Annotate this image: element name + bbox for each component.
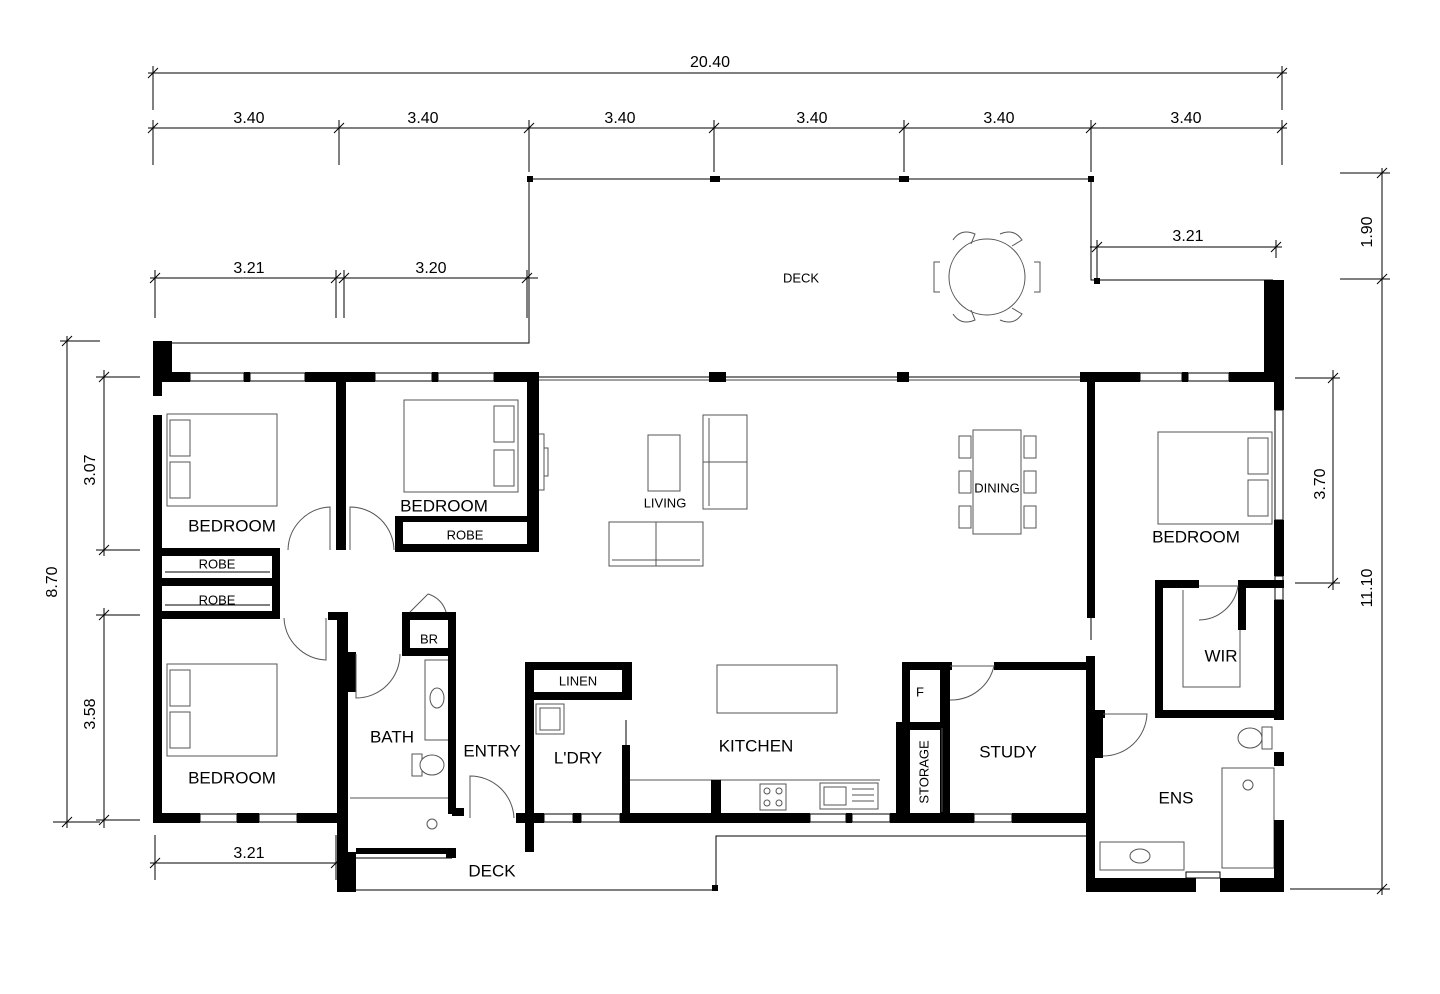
sofa-bottom xyxy=(608,521,704,567)
label-robe-mid: ROBE xyxy=(446,527,484,543)
ensuite-shower xyxy=(1221,767,1275,869)
label-dining: DINING xyxy=(974,480,1020,496)
shower-rose xyxy=(426,818,438,830)
label-study: STUDY xyxy=(979,742,1037,762)
label-bedroom-right: BEDROOM xyxy=(1152,527,1240,547)
label-bedroom-top-left: BEDROOM xyxy=(188,516,276,536)
dim-deck-right-width: 3.21 xyxy=(1172,228,1204,245)
label-entry: ENTRY xyxy=(463,741,521,761)
label-robe-left-2: ROBE xyxy=(198,592,236,608)
dim-left-room-b: 3.20 xyxy=(415,260,447,277)
door-top-left xyxy=(287,506,331,551)
doors xyxy=(283,506,1239,819)
dim-bottom-bedroom: 3.21 xyxy=(233,845,265,862)
dim-bay-1: 3.40 xyxy=(233,110,265,127)
dining-table xyxy=(958,429,1037,535)
door-bottom-left xyxy=(283,617,327,661)
dim-right-bedroom: 3.70 xyxy=(1312,468,1329,500)
label-br: BR xyxy=(419,631,439,647)
label-wir: WIR xyxy=(1204,646,1238,666)
dim-bay-6: 3.40 xyxy=(1170,110,1202,127)
vanity xyxy=(424,659,450,741)
door-bath xyxy=(355,653,401,699)
dim-left-room-a: 3.21 xyxy=(233,260,265,277)
outdoor-dining-set xyxy=(933,231,1041,323)
label-bath: BATH xyxy=(369,727,415,747)
cooktop xyxy=(759,783,787,811)
label-fridge: F xyxy=(916,684,924,700)
ensuite-vanity xyxy=(1099,841,1185,871)
dim-bay-5: 3.40 xyxy=(983,110,1015,127)
dim-left-overall: 8.70 xyxy=(44,566,61,598)
bed-right xyxy=(1157,431,1273,525)
dim-bay-4: 3.40 xyxy=(796,110,828,127)
bed-top-left xyxy=(166,413,278,507)
door-entry xyxy=(469,775,515,819)
label-bedroom-bottom-left: BEDROOM xyxy=(188,768,276,788)
door-study xyxy=(949,665,995,701)
dim-left-bedroom-bottom: 3.58 xyxy=(82,698,99,730)
label-robe-left-1: ROBE xyxy=(198,556,236,572)
kitchen-sink xyxy=(819,782,879,810)
toilet-bath xyxy=(411,753,445,777)
walls xyxy=(153,280,1284,892)
label-storage: STORAGE xyxy=(916,740,932,804)
toilet-ensuite xyxy=(1237,726,1273,750)
dim-bay-2: 3.40 xyxy=(407,110,439,127)
label-living: LIVING xyxy=(643,495,687,511)
door-top-mid xyxy=(349,506,395,551)
laundry-tub xyxy=(535,703,565,735)
label-linen: LINEN xyxy=(558,673,598,689)
label-deck-top: DECK xyxy=(782,270,820,286)
bed-top-mid xyxy=(403,399,519,493)
deck-outlines xyxy=(157,176,1273,891)
door-ensuite xyxy=(1102,713,1148,757)
coffee-table xyxy=(647,434,681,492)
label-laundry: L'DRY xyxy=(553,748,603,768)
door-wir xyxy=(1198,585,1239,621)
label-bedroom-top-mid: BEDROOM xyxy=(400,496,488,516)
sofa-right xyxy=(702,414,748,510)
dimension-lines xyxy=(53,66,1390,895)
label-ensuite: ENS xyxy=(1158,788,1194,808)
kitchen-island xyxy=(716,664,838,714)
door-br xyxy=(409,593,447,613)
bed-bottom-left xyxy=(166,663,278,757)
dim-left-bedroom-top: 3.07 xyxy=(82,454,99,486)
dim-overall-top: 20.40 xyxy=(689,54,731,71)
label-deck-bottom: DECK xyxy=(468,861,516,881)
label-kitchen: KITCHEN xyxy=(718,736,794,756)
furniture xyxy=(166,231,1275,871)
dim-deck-right-depth: 1.90 xyxy=(1359,216,1376,248)
dim-bay-3: 3.40 xyxy=(604,110,636,127)
dim-right-overall: 11.10 xyxy=(1359,568,1376,608)
